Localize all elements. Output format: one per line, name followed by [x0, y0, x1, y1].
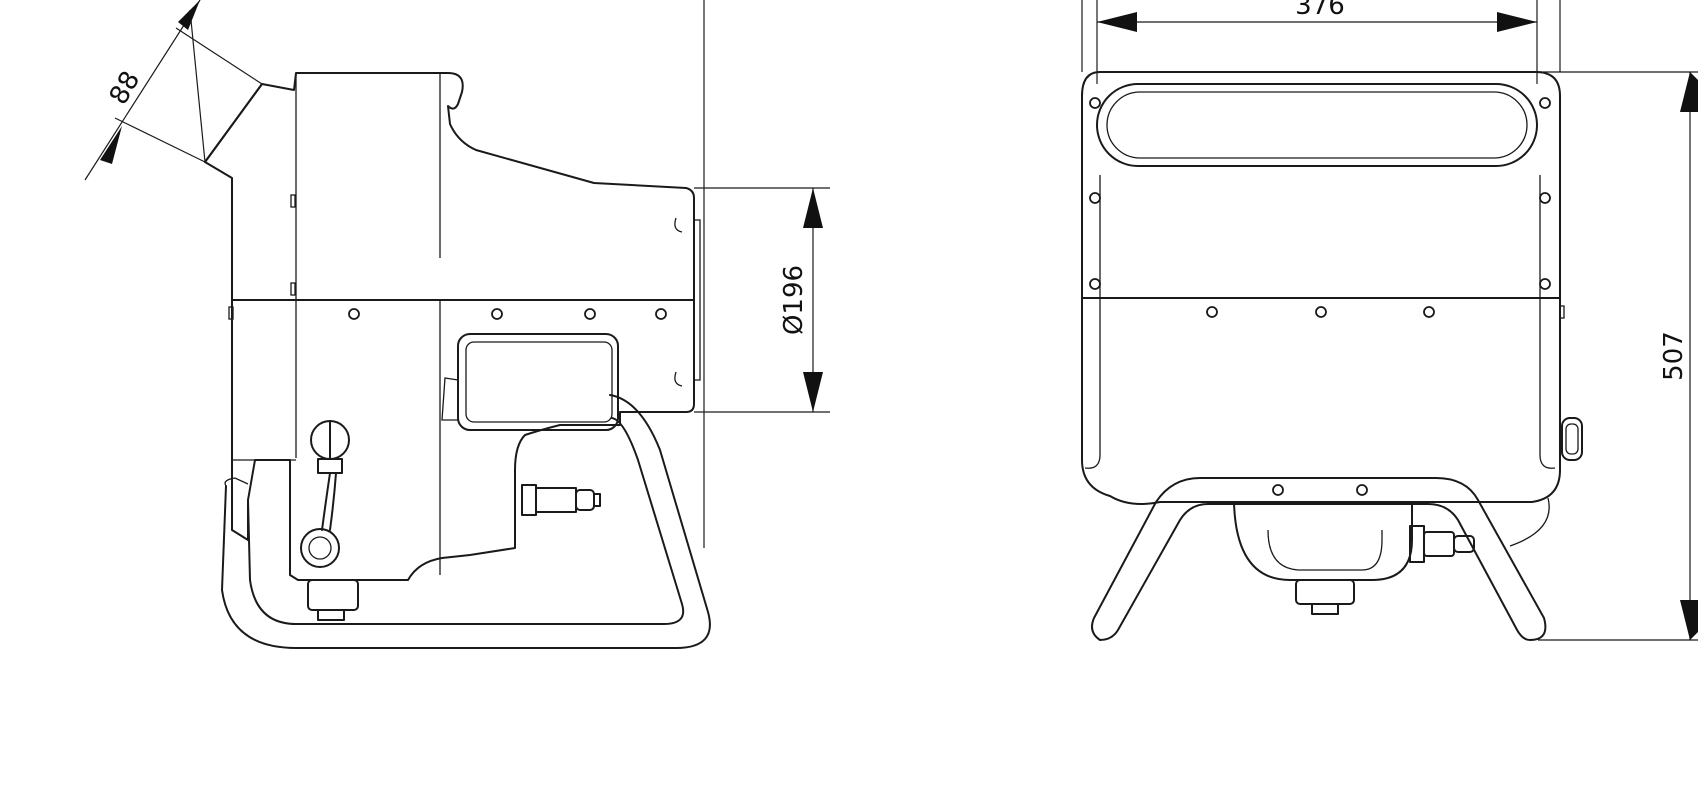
- dimension-88: 88: [84, 0, 263, 181]
- side-outlet-duct: [204, 83, 263, 163]
- dimension-88-label: 88: [104, 66, 147, 110]
- front-frame-tube: [1091, 477, 1547, 641]
- front-sump: [1233, 501, 1413, 581]
- side-frame-tube: [221, 394, 711, 649]
- side-view: [204, 72, 711, 649]
- side-housing-upper: [204, 72, 695, 301]
- dimension-diameter-label: Ø196: [779, 265, 809, 335]
- side-housing-lower: [231, 299, 695, 581]
- front-top-slot: [1096, 83, 1538, 167]
- dimension-507-label: 507: [1659, 331, 1689, 381]
- front-housing: [1081, 71, 1561, 505]
- dimension-376: 376: [1097, 0, 1537, 32]
- dimension-diameter: Ø196: [779, 188, 823, 412]
- front-view: [1081, 71, 1583, 641]
- side-motor-box: [457, 333, 619, 431]
- dimension-376-label: 376: [1295, 0, 1345, 21]
- dimension-507: 507: [1659, 72, 1698, 640]
